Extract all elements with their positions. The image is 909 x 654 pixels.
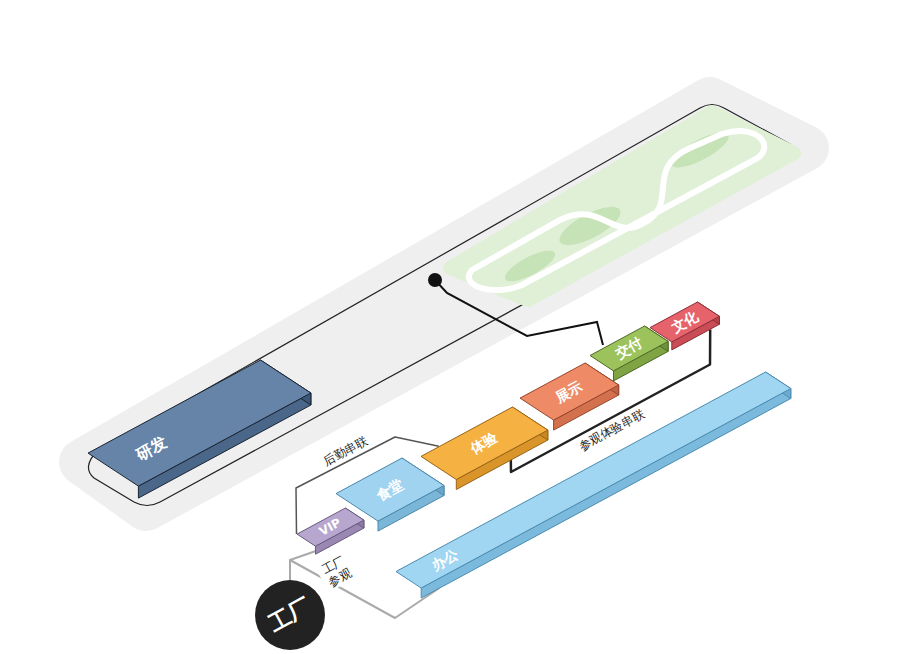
- block-top-face: [590, 326, 668, 371]
- junction-dot: [428, 273, 442, 287]
- test-track-area: [450, 112, 794, 300]
- block-front-face: [421, 389, 791, 599]
- block-top-face: [88, 360, 311, 486]
- block-top-face: [297, 508, 364, 546]
- vip-block: VIP: [295, 506, 366, 556]
- block-label: 工厂: [265, 595, 314, 635]
- connector-line: [435, 280, 603, 345]
- experience-block: 体验: [419, 405, 550, 492]
- block-top-face: [421, 407, 548, 480]
- factory-circle: 工厂: [255, 580, 325, 650]
- block-top-face: [396, 372, 791, 588]
- block-top-face: [520, 363, 619, 420]
- test-track: [469, 131, 764, 290]
- block-shape: [86, 358, 313, 500]
- rd-block: 研发: [86, 358, 313, 500]
- office-block: 办公: [394, 370, 793, 600]
- connector-label: 工厂 参观: [315, 552, 358, 592]
- block-shape: [394, 370, 793, 600]
